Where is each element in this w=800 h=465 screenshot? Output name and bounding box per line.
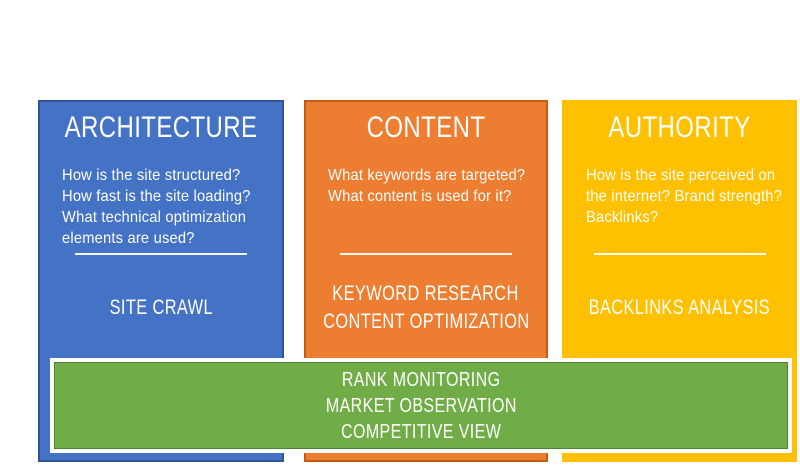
description-line: the internet? Brand strength?	[586, 188, 783, 205]
monitoring-bar: RANK MONITORING MARKET OBSERVATION COMPE…	[50, 358, 792, 453]
panel-divider	[75, 253, 247, 255]
content-tools: KEYWORD RESEARCH CONTENT OPTIMIZATION	[306, 255, 546, 360]
authority-title: AUTHORITY	[608, 111, 751, 144]
monitoring-bar-inner: RANK MONITORING MARKET OBSERVATION COMPE…	[54, 362, 788, 449]
description-line: What content is used for it?	[328, 188, 512, 205]
description-line: elements are used?	[62, 230, 195, 247]
tool-label: SITE CRAWL	[109, 295, 213, 319]
tool-label: BACKLINKS ANALYSIS	[588, 295, 771, 319]
description-line: Backlinks?	[586, 209, 659, 226]
monitoring-bar-line: RANK MONITORING	[341, 368, 501, 391]
panel-divider	[340, 253, 512, 255]
authority-description: How is the site perceived on the interne…	[586, 165, 795, 228]
content-title: CONTENT	[366, 111, 486, 144]
tool-label: CONTENT OPTIMIZATION	[322, 309, 530, 333]
description-line: What technical optimization	[62, 209, 247, 226]
monitoring-bar-line: COMPETITIVE VIEW	[340, 420, 502, 443]
panel-divider	[593, 253, 766, 255]
description-line: How fast is the site loading?	[62, 188, 251, 205]
content-description: What keywords are targeted? What content…	[328, 165, 546, 207]
monitoring-bar-line: MARKET OBSERVATION	[325, 394, 517, 417]
authority-tools: BACKLINKS ANALYSIS	[564, 255, 795, 360]
tool-label: KEYWORD RESEARCH	[332, 281, 520, 305]
description-line: What keywords are targeted?	[328, 167, 526, 184]
architecture-title: ARCHITECTURE	[64, 111, 258, 144]
architecture-description: How is the site structured? How fast is …	[62, 165, 282, 249]
description-line: How is the site perceived on	[586, 167, 776, 184]
description-line: How is the site structured?	[62, 167, 241, 184]
architecture-tools: SITE CRAWL	[40, 255, 282, 360]
